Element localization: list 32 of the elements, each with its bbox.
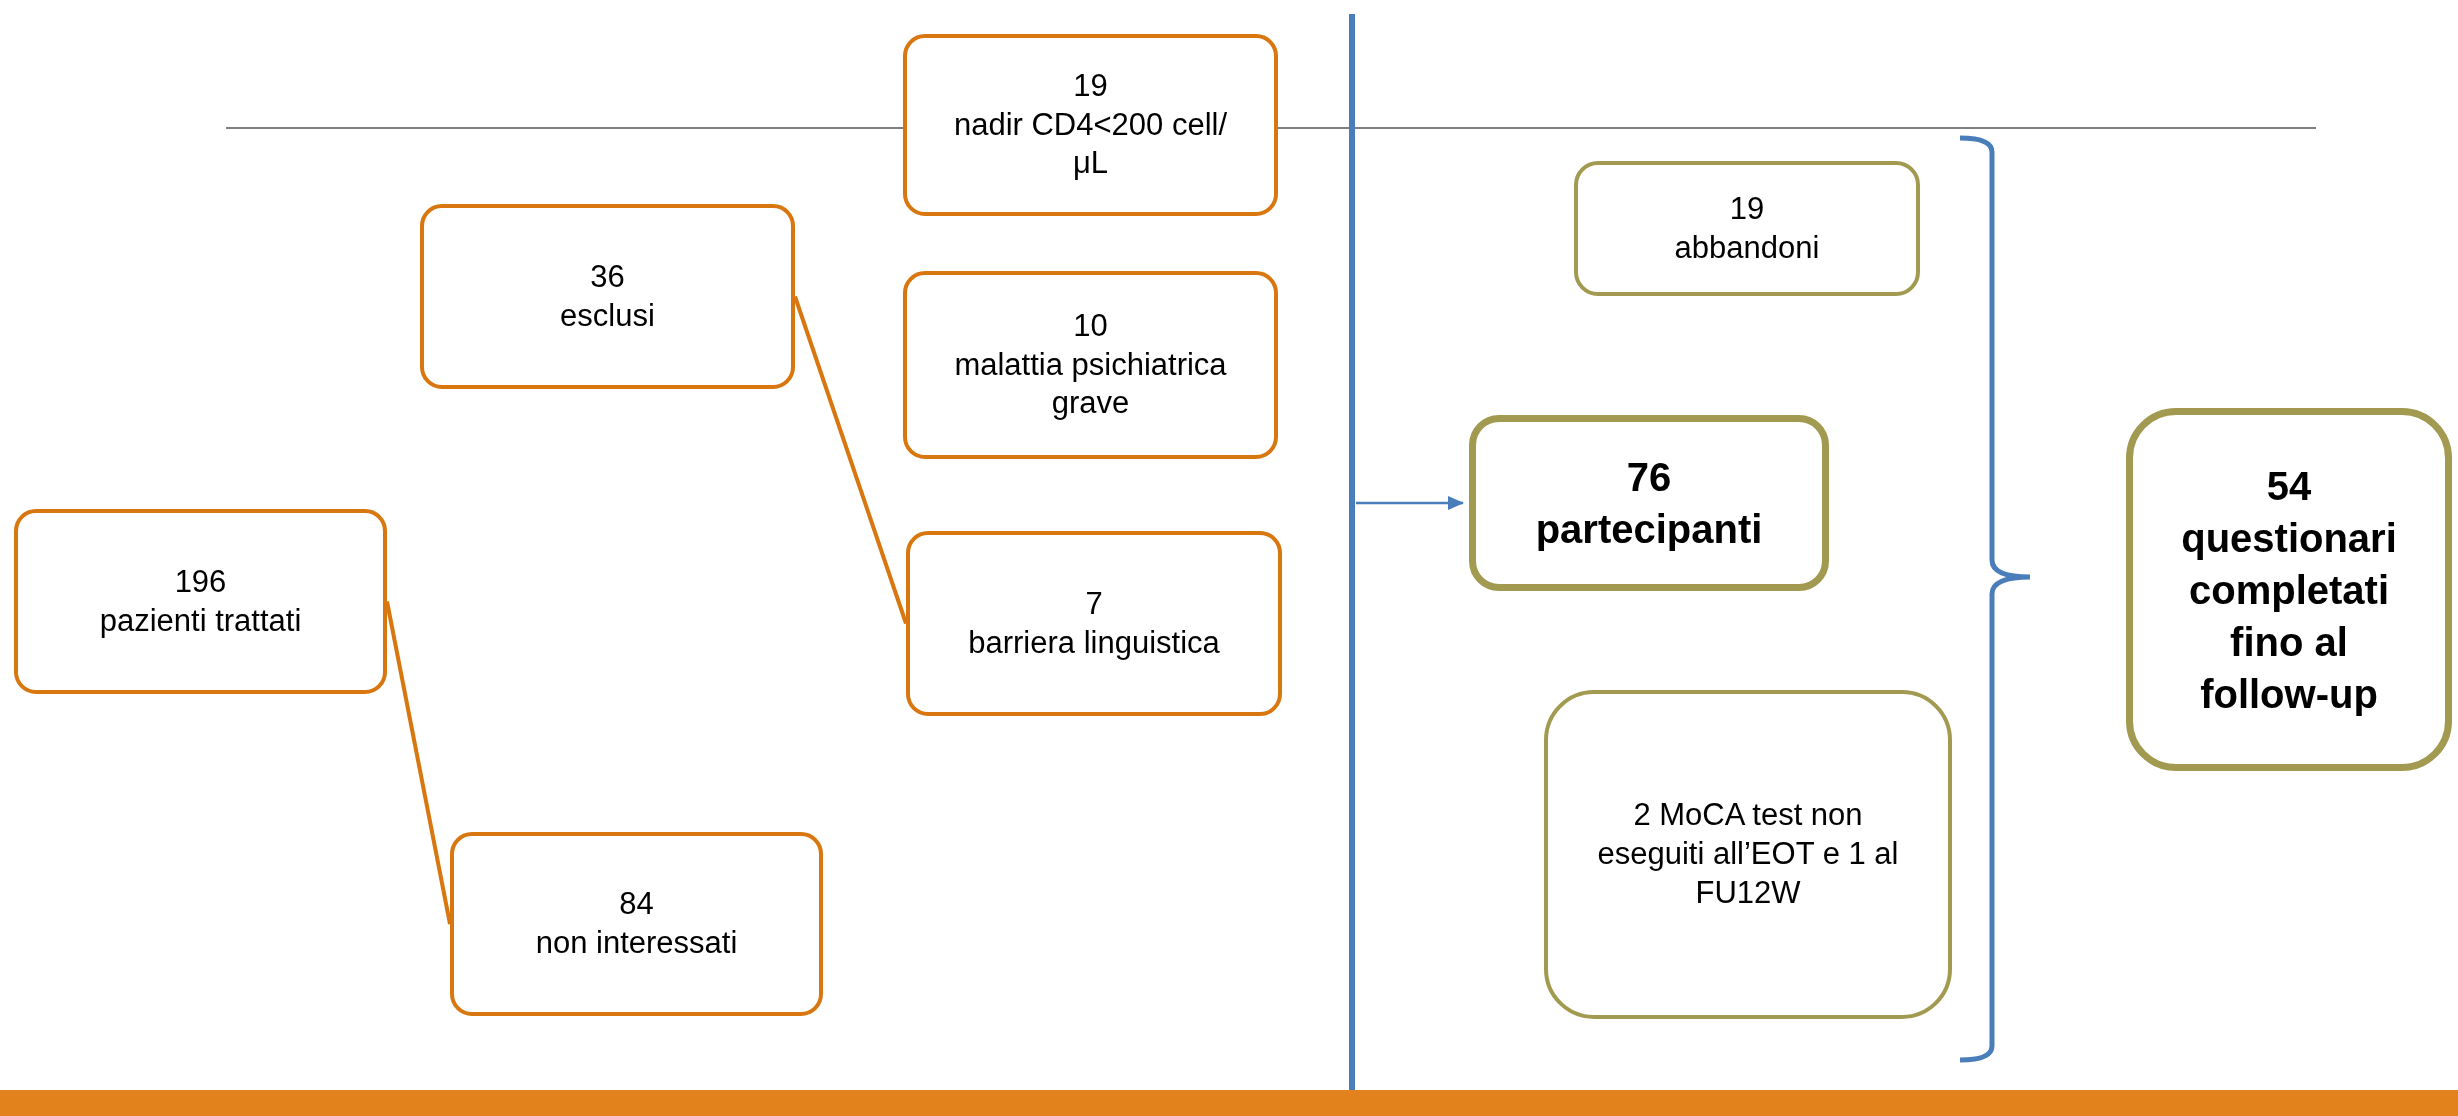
box-text: barriera linguistica [968,623,1220,662]
arrow [1356,496,1464,510]
result-box [1469,415,1829,591]
box-text: 19 [1072,66,1109,105]
box-text: 54 [2265,462,2313,510]
box-text: non interessati [535,924,738,962]
box-text: pazienti trattati [99,601,302,640]
box-text: 36 [590,257,625,296]
box-text: abbandoni [1674,228,1820,267]
box-text: 76 [1626,454,1672,501]
box-text: 10 [1073,306,1108,345]
connector-line [793,295,908,625]
box-text: nadir CD4<200 cell/μL [952,105,1229,183]
process-box [420,204,795,389]
box-text: partecipanti [1535,506,1763,553]
box-text: 7 [1085,584,1103,623]
result-box [2126,408,2452,771]
process-box [14,509,387,694]
process-box [903,271,1278,459]
process-box [1544,690,1952,1019]
process-box [903,34,1278,216]
box-text: questionari completati fino al follow-up [2180,514,2398,718]
connector-line [385,601,452,925]
process-box [906,531,1282,716]
box-text: 19 [1729,189,1765,228]
process-box [450,832,823,1016]
box-text: malattia psichiatrica grave [953,345,1228,423]
box-text: 84 [619,885,654,924]
box-text: 196 [174,562,227,601]
process-box [1574,161,1920,296]
box-text: 2 MoCA test non eseguiti all’EOT e 1 al FU12W [1596,796,1900,912]
box-text: esclusi [560,296,655,335]
